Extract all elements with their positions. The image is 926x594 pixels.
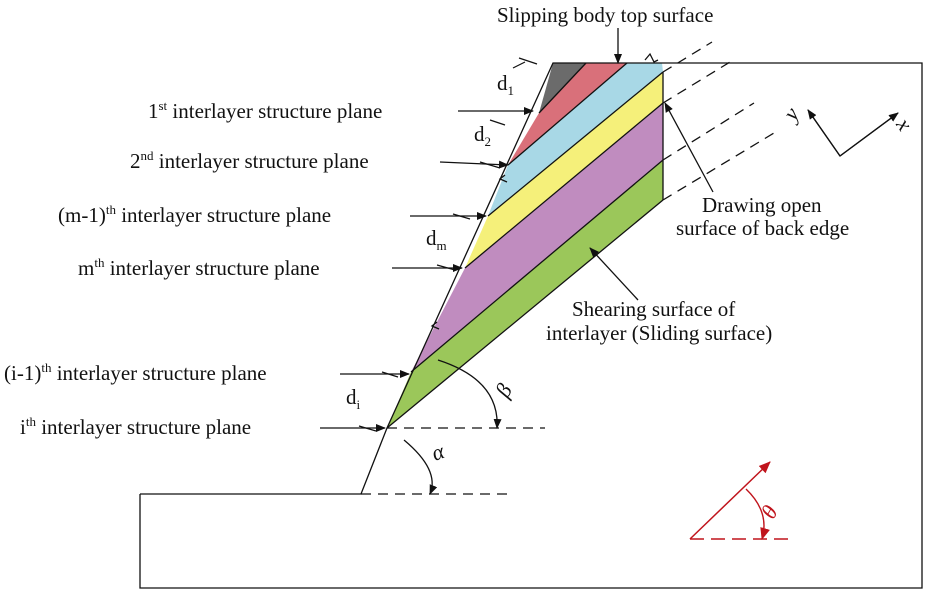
plane-2-arrow: [439, 160, 509, 169]
surface-jag-2: [498, 174, 508, 183]
layer-3: [488, 63, 663, 216]
beta-label: β: [489, 379, 517, 402]
di-label: di: [346, 385, 361, 412]
shear-label-line2: interlayer (Sliding surface): [546, 321, 772, 345]
layer-5: [411, 103, 663, 372]
plane-m-label: mth interlayer structure plane: [78, 255, 320, 280]
thickness-dims: [358, 57, 538, 432]
dash-ext-1: [662, 41, 713, 73]
theta-indicator: [689, 461, 795, 540]
plane-m1-label: (m-1)th interlayer structure plane: [58, 202, 331, 227]
layer-6: [387, 160, 663, 428]
dash-ext-4: [662, 132, 775, 201]
alpha-label: α: [428, 438, 448, 466]
dash-ext-2: [662, 61, 731, 104]
back-edge-label-line1: Drawing open: [702, 193, 822, 217]
plane-2-label: 2nd interlayer structure plane: [130, 148, 369, 173]
alpha-arc: [403, 439, 438, 495]
x-axis: [839, 112, 899, 157]
d1-label: d1: [497, 71, 514, 98]
shear-label-line1: Shearing surface of: [572, 297, 735, 321]
local-axes: [807, 109, 899, 157]
shear-arrow: [589, 247, 639, 301]
dm-label: dm: [426, 226, 447, 253]
plane-i-label: ith interlayer structure plane: [20, 414, 251, 439]
slope-outline: [139, 62, 923, 589]
axis-y-label: y: [777, 102, 804, 126]
plane-i1-label: (i-1)th interlayer structure plane: [4, 360, 267, 385]
plane-1-label: 1st interlayer structure plane: [148, 98, 382, 123]
surface-jag-3: [430, 321, 440, 330]
theta-label: θ: [756, 501, 783, 523]
beta-arc: [437, 359, 502, 429]
layer-4: [465, 72, 663, 268]
back-edge-label-line2: surface of back edge: [676, 216, 849, 240]
y-axis: [807, 109, 841, 157]
layer-boundaries: [386, 62, 664, 429]
top-surface-label: Slipping body top surface: [497, 3, 713, 27]
back-edge-arrow: [664, 102, 714, 193]
d2-label: d2: [474, 122, 491, 149]
surface-jag-1: [644, 52, 659, 63]
dash-ext-3: [662, 102, 755, 161]
